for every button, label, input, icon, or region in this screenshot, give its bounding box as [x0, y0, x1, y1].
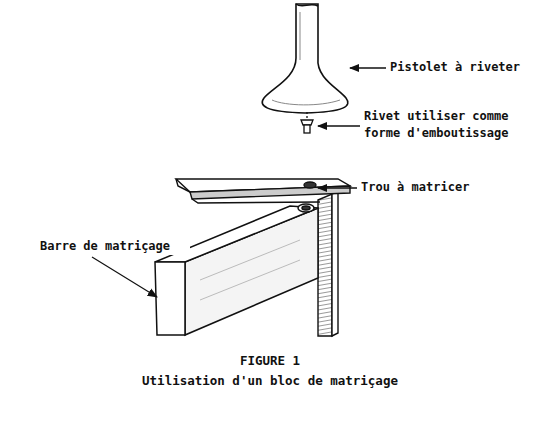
die-bar [155, 204, 318, 335]
leader-lines [92, 68, 386, 297]
figure-caption: Utilisation d'un bloc de matriçage [120, 372, 420, 389]
rivet-label: Rivet utiliser comme forme d'emboutissag… [364, 108, 514, 142]
tool-label: Pistolet à riveter [390, 59, 545, 76]
figure-number: FIGURE 1 [120, 352, 420, 369]
rivet [301, 112, 313, 133]
bar-label: Barre de matriçage [40, 238, 190, 255]
rivet-gun [262, 4, 348, 113]
hole-label: Trou à matricer [361, 179, 511, 196]
sheet-metal-angle [176, 179, 350, 336]
